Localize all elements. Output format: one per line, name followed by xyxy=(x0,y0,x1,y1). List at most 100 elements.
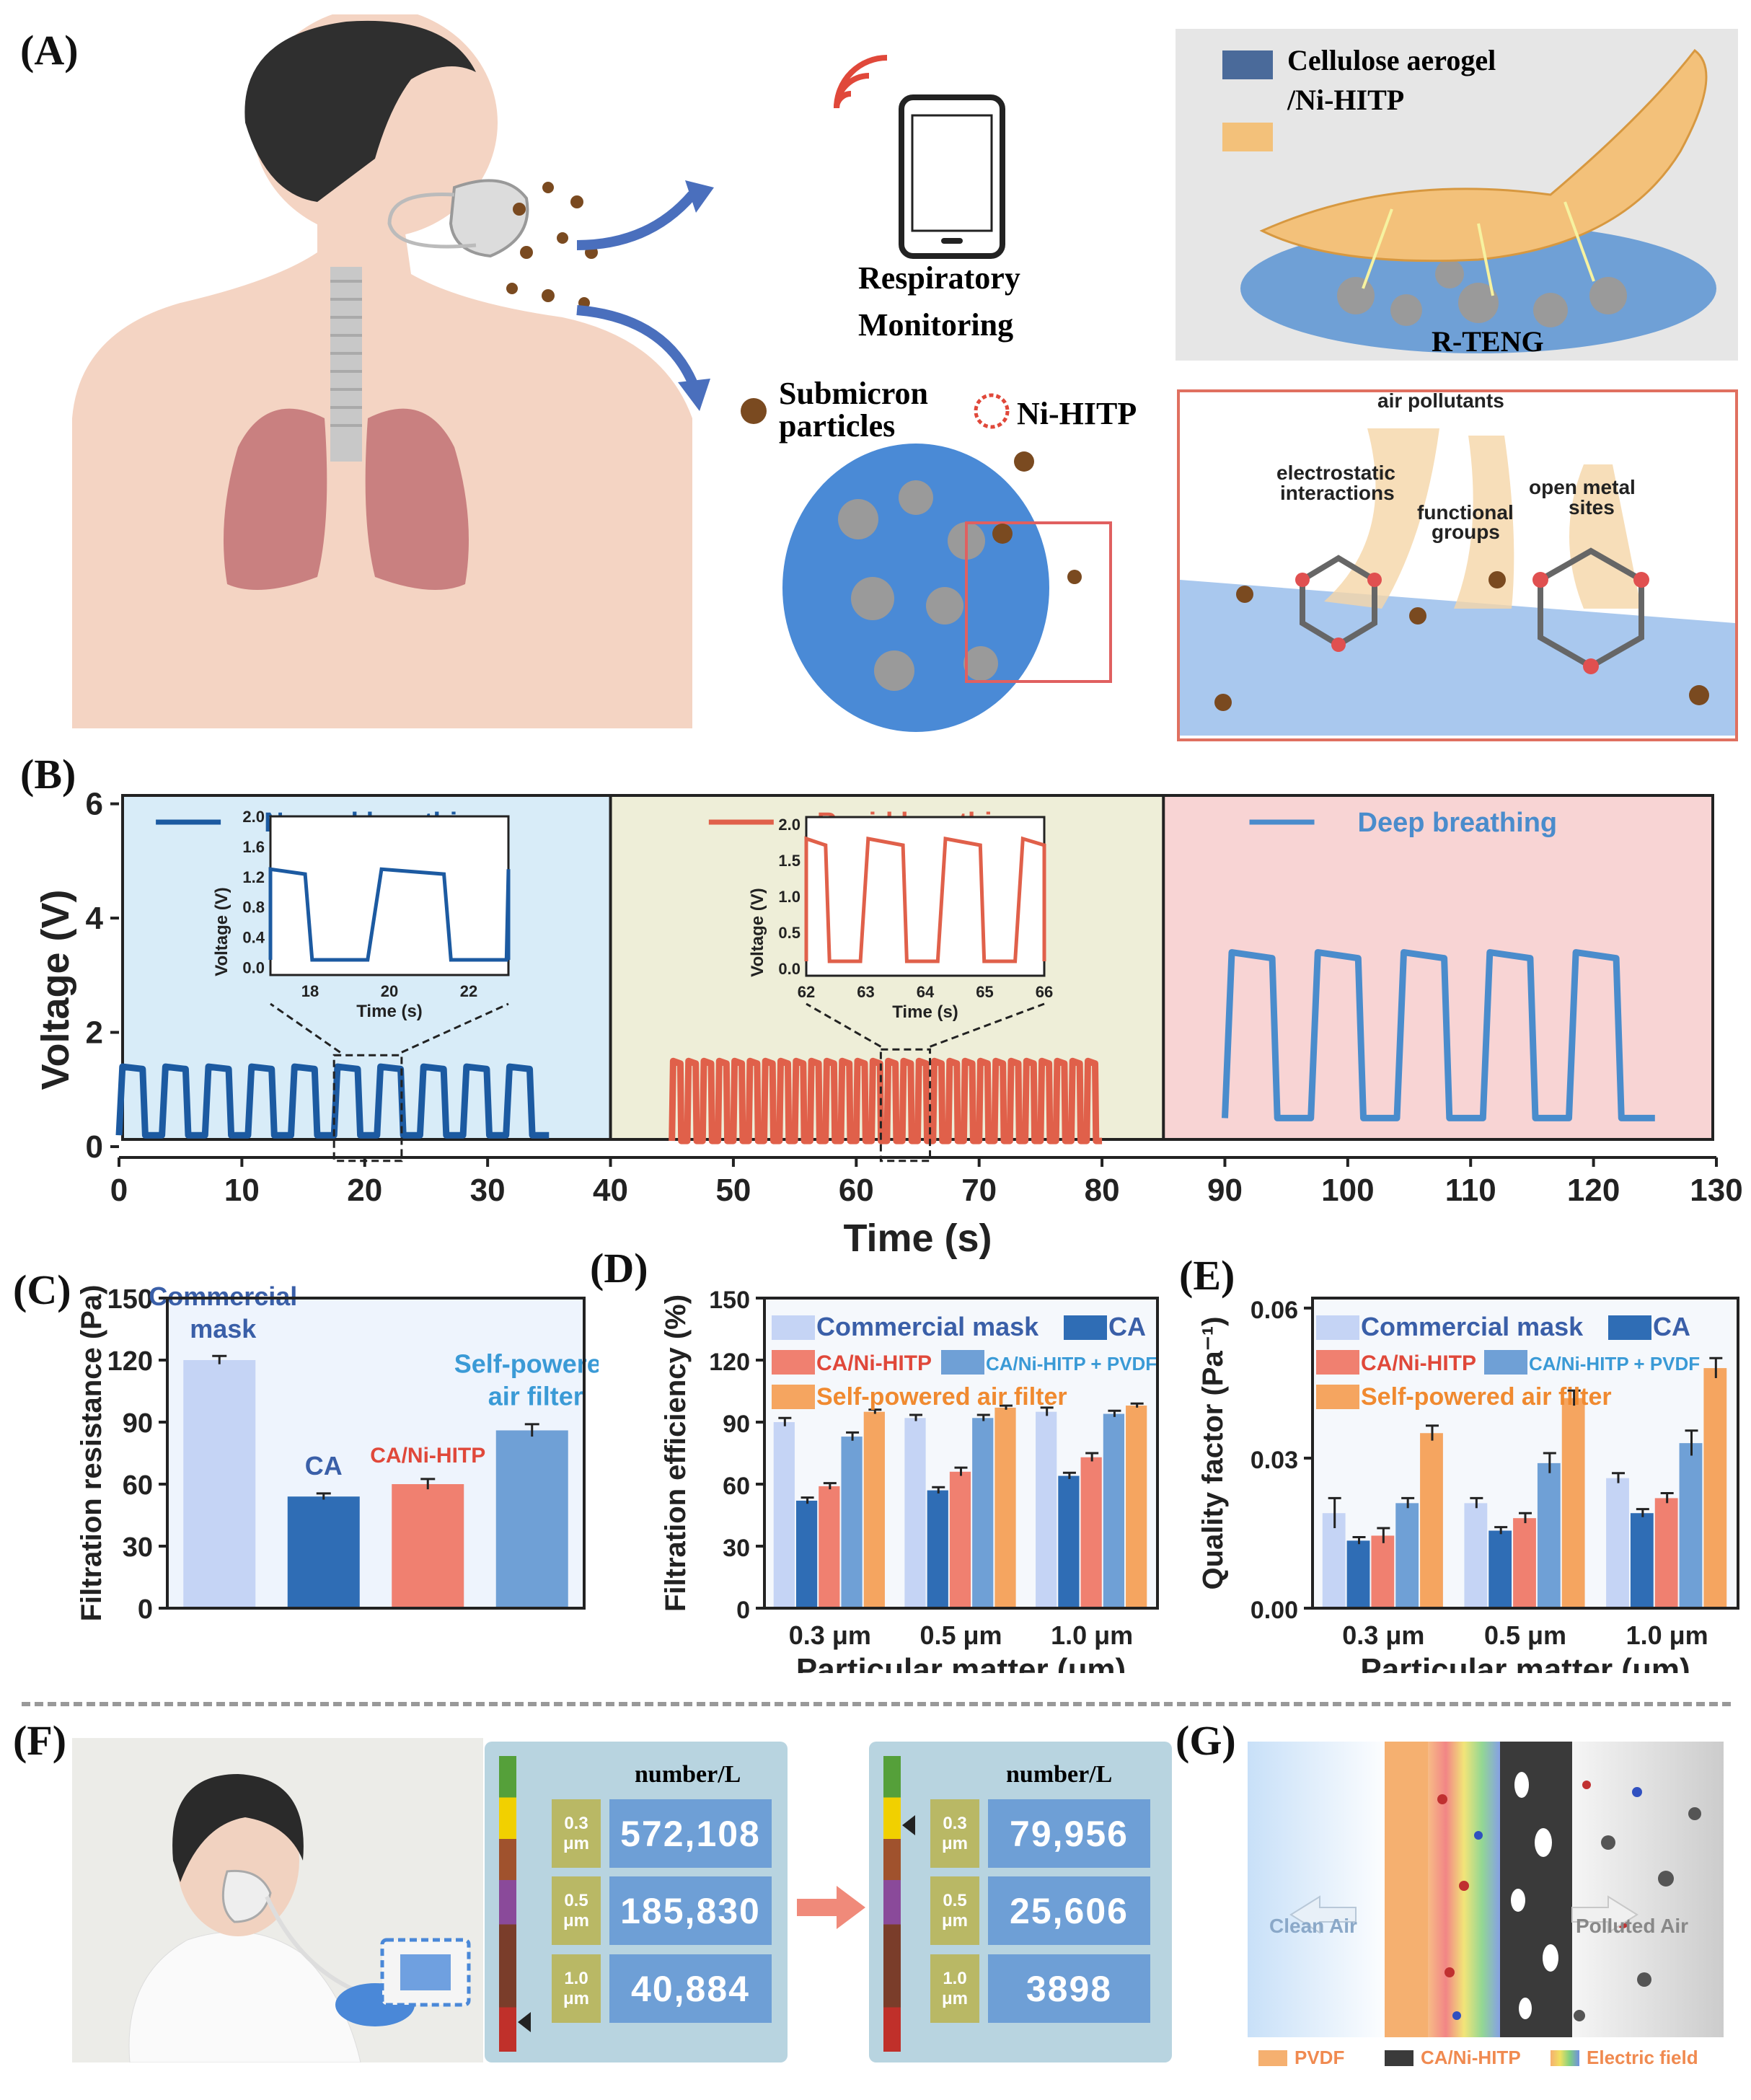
y-tick-label: 0.06 xyxy=(1251,1297,1298,1324)
y-axis-label: Quality factor (Pa⁻¹) xyxy=(1197,1317,1229,1590)
bar-3-2 xyxy=(1679,1443,1703,1608)
inset-normal-y-tick: 0.0 xyxy=(242,959,265,977)
legend-label-3: CA/Ni-HITP + PVDF xyxy=(1529,1353,1700,1375)
bar-0-0 xyxy=(773,1422,795,1608)
flow-arrows xyxy=(576,180,714,411)
inset-normal-y-label: Voltage (V) xyxy=(212,887,231,976)
air-pollutants-label: air pollutants xyxy=(1377,389,1504,412)
inset-normal-y-tick: 2.0 xyxy=(242,808,265,826)
legend-swatch-0 xyxy=(772,1315,815,1340)
y-tick-label: 0.03 xyxy=(1251,1447,1298,1474)
inset-rapid-y-tick: 0.0 xyxy=(778,960,800,978)
functional-label-1: functional xyxy=(1417,501,1514,524)
x-tick-label: 60 xyxy=(839,1173,874,1208)
after-value-0: 79,956 xyxy=(988,1799,1150,1868)
x-axis-label: Time (s) xyxy=(843,1217,992,1260)
bar-1-2 xyxy=(1058,1475,1080,1608)
panel-e-letter: (E) xyxy=(1179,1252,1235,1299)
legend-pvdf-swatch xyxy=(1258,2050,1287,2066)
segment-background xyxy=(1163,795,1713,1139)
inset-normal-y-tick: 1.2 xyxy=(242,868,265,886)
legend-label-2: CA/Ni-HITP xyxy=(1361,1351,1476,1375)
submicron-label-1: Submicron xyxy=(779,376,929,411)
inset-rapid-x-tick: 65 xyxy=(976,983,993,1001)
bar-4-0 xyxy=(1420,1433,1443,1608)
inset-arrow xyxy=(270,1002,341,1054)
phone-icon xyxy=(899,94,1005,259)
open-metal-label-2: sites xyxy=(1569,496,1615,519)
plot-frame xyxy=(1311,1297,1739,1610)
inset-arrow xyxy=(806,1002,882,1048)
panel-f-letter: (F) xyxy=(13,1717,67,1764)
x-tick-label: 0 xyxy=(110,1173,128,1208)
display-before-unit: number/L xyxy=(635,1761,741,1788)
submicron-label-2: particles xyxy=(779,408,896,444)
inset-rapid-x-tick: 66 xyxy=(1036,983,1053,1001)
inset-rapid-x-label: Time (s) xyxy=(892,1002,958,1022)
display-before-colorbar xyxy=(499,1756,516,2052)
legend-ca-label: CA/Ni-HITP xyxy=(1421,2047,1521,2068)
legend-swatch-1 xyxy=(1608,1315,1651,1340)
legend-aerogel-2: /Ni-HITP xyxy=(1287,84,1405,116)
bar-label-3: air filter xyxy=(488,1381,583,1411)
x-tick-label: 1.0 μm xyxy=(1051,1620,1133,1650)
legend-efield-label: Electric field xyxy=(1587,2047,1698,2068)
bar-1-1 xyxy=(1488,1530,1512,1608)
legend-label-3: CA/Ni-HITP + PVDF xyxy=(986,1353,1157,1375)
before-value-0: 572,108 xyxy=(609,1799,772,1868)
monitoring-label-1: Respiratory xyxy=(858,260,1020,296)
display-before-pointer-icon xyxy=(518,2012,531,2032)
x-tick-label: 10 xyxy=(224,1173,260,1208)
x-tick-label: 80 xyxy=(1085,1173,1120,1208)
submicron-particle-icon xyxy=(741,398,767,424)
x-tick-label: 1.0 μm xyxy=(1626,1620,1708,1650)
bar-1-0 xyxy=(1346,1540,1370,1608)
inset-rapid-y-label: Voltage (V) xyxy=(748,888,767,977)
polluted-air-label: Polluted Air xyxy=(1576,1915,1689,1937)
legend-swatch-3 xyxy=(941,1350,984,1375)
legend-swatch-2 xyxy=(772,1350,815,1375)
bar-2 xyxy=(392,1484,464,1608)
bar-1 xyxy=(287,1496,360,1608)
legend-label-0: Commercial mask xyxy=(816,1312,1039,1341)
legend-label-1: CA xyxy=(1653,1312,1690,1341)
inset-normal-y-tick: 0.8 xyxy=(242,899,265,917)
inset-rapid-x-tick: 62 xyxy=(798,983,815,1001)
inset-rapid-x-tick: 64 xyxy=(917,983,935,1001)
inset-rapid-y-tick: 1.0 xyxy=(778,888,800,906)
legend-aerogel-1: Cellulose aerogel xyxy=(1287,44,1496,76)
y-tick-label: 60 xyxy=(123,1470,153,1501)
bar-2-1 xyxy=(949,1471,971,1608)
zoom-selection-normal xyxy=(332,1054,403,1162)
bar-label-0: Commercial xyxy=(149,1281,297,1311)
electrostatic-label-1: electrostatic xyxy=(1276,462,1395,484)
x-tick-label: 0.3 μm xyxy=(789,1620,871,1650)
bar-2-0 xyxy=(819,1486,840,1608)
section-divider xyxy=(22,1702,1731,1706)
person-photo xyxy=(72,1738,483,2062)
legend-label-2: CA/Ni-HITP xyxy=(816,1351,932,1375)
plot-frame xyxy=(166,1297,586,1610)
legend-swatch-4 xyxy=(772,1385,815,1409)
panel-c-letter: (C) xyxy=(13,1266,71,1313)
x-axis-label: Particular matter (μm) xyxy=(796,1652,1126,1673)
panel-b-letter: (B) xyxy=(20,751,76,798)
bar-1-1 xyxy=(927,1490,948,1608)
before-value-1: 185,830 xyxy=(609,1876,772,1945)
bar-2-2 xyxy=(1080,1457,1102,1608)
bar-0 xyxy=(183,1360,256,1608)
inset-rapid-y-tick: 0.5 xyxy=(778,924,800,942)
inset-normal-x-label: Time (s) xyxy=(356,1002,423,1021)
transition-arrow-icon xyxy=(797,1886,865,1929)
x-tick-label: 110 xyxy=(1445,1173,1496,1208)
bar-0-1 xyxy=(1464,1503,1488,1608)
x-tick-label: 30 xyxy=(470,1173,506,1208)
bar-4-2 xyxy=(1126,1406,1147,1608)
bar-1-2 xyxy=(1630,1513,1654,1608)
legend-label-4: Self-powered air filter xyxy=(1361,1383,1612,1411)
